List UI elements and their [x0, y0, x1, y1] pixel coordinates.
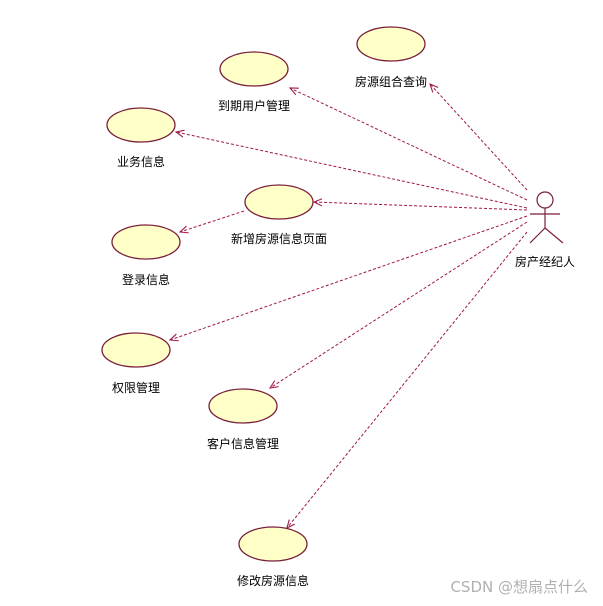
use-case-ellipse: [244, 184, 314, 220]
use-case-login-info[interactable]: 登录信息: [111, 224, 181, 287]
use-case-permission[interactable]: 权限管理: [101, 332, 171, 395]
association-expired-user: [290, 88, 528, 201]
association-login-include: [180, 210, 245, 232]
association-business-info: [176, 132, 528, 209]
association-new-listing: [314, 202, 528, 211]
actor-agent[interactable]: 房产经纪人: [515, 191, 575, 269]
use-case-business-info[interactable]: 业务信息: [106, 107, 176, 169]
association-permission: [170, 215, 528, 340]
actor-label: 房产经纪人: [515, 254, 575, 269]
association-edit-listing: [287, 231, 528, 528]
use-case-ellipse: [356, 26, 426, 62]
use-case-label: 修改房源信息: [237, 573, 309, 588]
use-case-ellipse: [106, 107, 176, 143]
watermark-text: CSDN @想扇点什么: [450, 578, 588, 596]
use-case-label: 权限管理: [112, 380, 160, 395]
use-case-ellipse: [111, 224, 181, 260]
associations: [170, 84, 528, 528]
use-case-ellipse: [208, 388, 278, 424]
use-case-combo-query[interactable]: 房源组合查询: [355, 26, 427, 89]
use-case-ellipse: [101, 332, 171, 368]
use-case-label: 客户信息管理: [207, 436, 279, 451]
use-case-ellipse: [238, 526, 308, 562]
use-case-label: 到期用户管理: [218, 98, 290, 113]
use-case-expired-user[interactable]: 到期用户管理: [218, 51, 290, 113]
use-case-customer-info[interactable]: 客户信息管理: [207, 388, 279, 451]
actor-stick-figure-icon: [529, 191, 564, 244]
association-combo-query: [430, 84, 528, 191]
use-case-label: 登录信息: [122, 272, 170, 287]
use-case-edit-listing[interactable]: 修改房源信息: [237, 526, 309, 588]
association-customer-info: [270, 221, 528, 388]
use-case-label: 房源组合查询: [355, 74, 427, 89]
use-case-new-listing[interactable]: 新增房源信息页面: [231, 184, 327, 246]
use-case-label: 新增房源信息页面: [231, 231, 327, 246]
use-case-ellipse: [219, 51, 289, 87]
use-case-label: 业务信息: [117, 154, 165, 169]
